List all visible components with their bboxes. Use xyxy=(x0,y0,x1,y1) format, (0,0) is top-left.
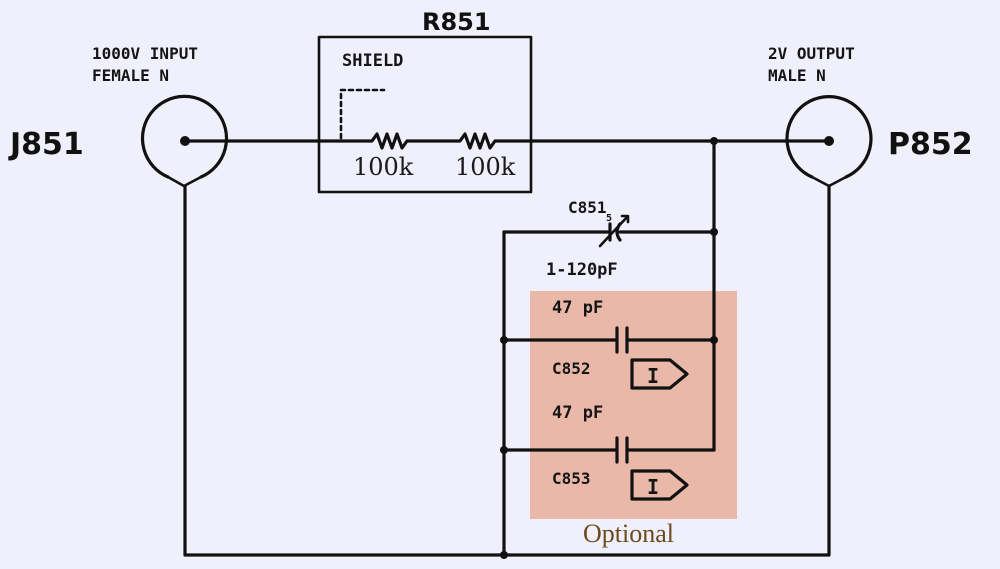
resistor-1-value: 100k xyxy=(353,153,414,181)
input-desc-line1: 1000V INPUT xyxy=(92,44,198,63)
output-connector-body xyxy=(785,95,873,179)
c853-marker-text: I xyxy=(647,475,659,499)
c852-marker-text: I xyxy=(647,364,659,388)
optional-label: Optional xyxy=(583,519,674,548)
junction-dot xyxy=(500,446,508,454)
output-desc-line2: MALE N xyxy=(768,66,826,85)
input-connector-body xyxy=(140,94,229,179)
junction-dot xyxy=(500,336,508,344)
c853-marker-shape xyxy=(630,469,689,501)
output-desc-line1: 2V OUTPUT xyxy=(768,44,855,63)
shield-connection-dashed xyxy=(339,88,386,140)
c852-marker-shape xyxy=(630,358,689,390)
c853-plates xyxy=(615,436,629,464)
junction-dot xyxy=(710,228,718,236)
r851-ref-label: R851 xyxy=(422,8,491,36)
resistor-2-value: 100k xyxy=(455,153,516,181)
c853-ref-label: C853 xyxy=(552,469,591,488)
r851-shield-box xyxy=(317,35,533,194)
junction-dot xyxy=(710,137,718,145)
c851-trim-arrow xyxy=(598,214,630,248)
c851-tag: 5 xyxy=(606,213,612,224)
output-ref-label: P852 xyxy=(888,127,973,162)
junction-dot xyxy=(710,336,718,344)
input-desc-line2: FEMALE N xyxy=(92,66,169,85)
c851-ref-label: C851 xyxy=(568,198,607,217)
shield-label: SHIELD xyxy=(342,51,403,71)
c853-value-label: 47 pF xyxy=(552,403,603,423)
c851-value-label: 1-120pF xyxy=(546,260,618,280)
c852-value-label: 47 pF xyxy=(552,298,603,318)
c852-plates xyxy=(615,326,629,354)
junction-dot xyxy=(500,551,508,559)
input-ref-label: J851 xyxy=(8,127,84,162)
c852-ref-label: C852 xyxy=(552,359,591,378)
signal-wire xyxy=(183,132,831,150)
